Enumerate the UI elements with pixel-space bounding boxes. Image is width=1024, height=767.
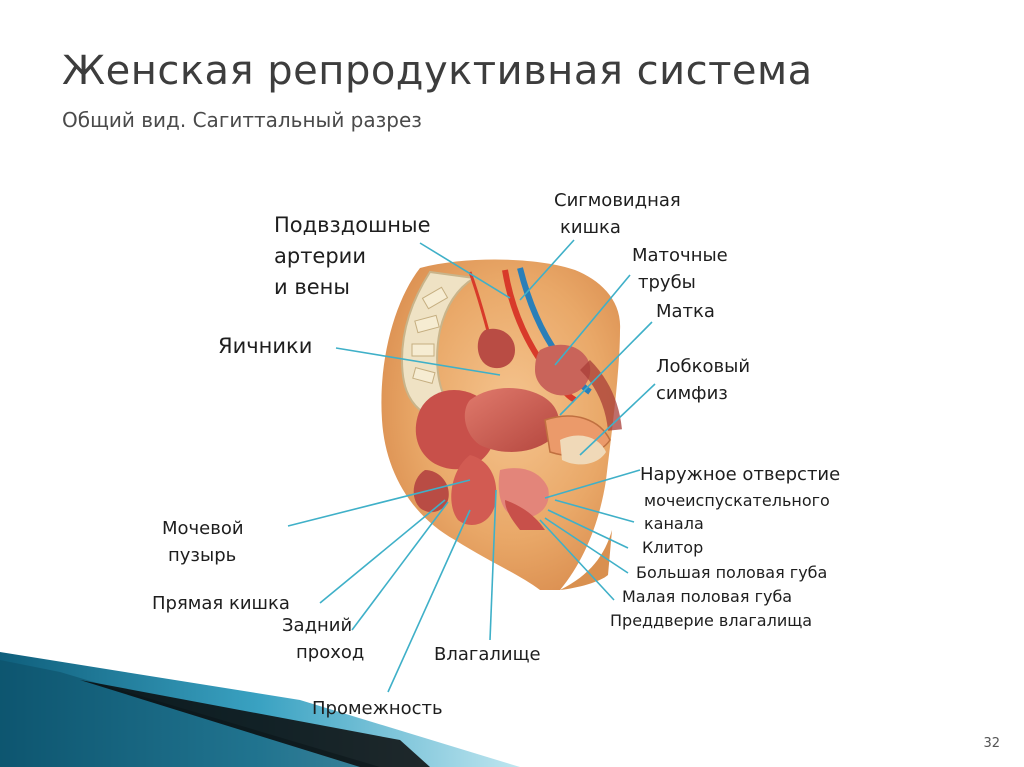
label-symphysis-line2: симфиз <box>656 383 728 404</box>
label-anus-line2: проход <box>296 642 365 663</box>
label-clitoris: Клитор <box>642 538 704 557</box>
label-bladder: Мочевой пузырь <box>162 515 244 569</box>
slide-title: Женская репродуктивная система <box>62 48 813 94</box>
label-iliac-vessels: Подвздошные артерии и вены <box>274 210 431 303</box>
label-anus-line1: Задний <box>282 615 353 636</box>
label-iliac-line1: Подвздошные <box>274 213 431 237</box>
leader-lines <box>287 239 656 693</box>
label-vagina: Влагалище <box>434 644 541 665</box>
label-vestibule: Преддверие влагалища <box>610 611 813 630</box>
label-tubes-line2: трубы <box>638 272 696 293</box>
label-symphysis-line1: Лобковый <box>656 356 751 377</box>
label-bladder-line2: пузырь <box>168 545 237 566</box>
label-urethra-line3: канала <box>644 514 704 533</box>
label-labia-majora: Большая половая губа <box>636 563 828 582</box>
decorative-band <box>0 652 520 767</box>
label-tubes-line1: Маточные <box>632 245 728 266</box>
label-urethra-line2: мочеиспускательного <box>644 491 830 510</box>
sacrum-spine <box>400 270 477 412</box>
label-sigmoid-colon: Сигмовидная кишка <box>554 187 681 241</box>
label-perineum: Промежность <box>312 698 443 719</box>
label-iliac-line2: артерии <box>274 244 366 268</box>
label-rectum: Прямая кишка <box>152 593 290 614</box>
label-urethra-line1: Наружное отверстие <box>640 464 841 485</box>
label-uterus: Матка <box>656 301 715 322</box>
page-number: 32 <box>983 736 1000 751</box>
label-sigmoid-line2: кишка <box>560 217 621 238</box>
label-bladder-line1: Мочевой <box>162 518 244 539</box>
label-pubic-symphysis: Лобковый симфиз <box>656 353 750 407</box>
label-iliac-line3: и вены <box>274 275 350 299</box>
organs <box>413 328 622 530</box>
label-anus: Задний проход <box>282 612 364 666</box>
label-uterine-tubes: Маточные трубы <box>632 242 728 296</box>
label-ovaries: Яичники <box>218 334 313 358</box>
label-sigmoid-line1: Сигмовидная <box>554 190 681 211</box>
label-labia-minora: Малая половая губа <box>622 587 793 606</box>
slide-subtitle: Общий вид. Сагиттальный разрез <box>62 108 422 132</box>
